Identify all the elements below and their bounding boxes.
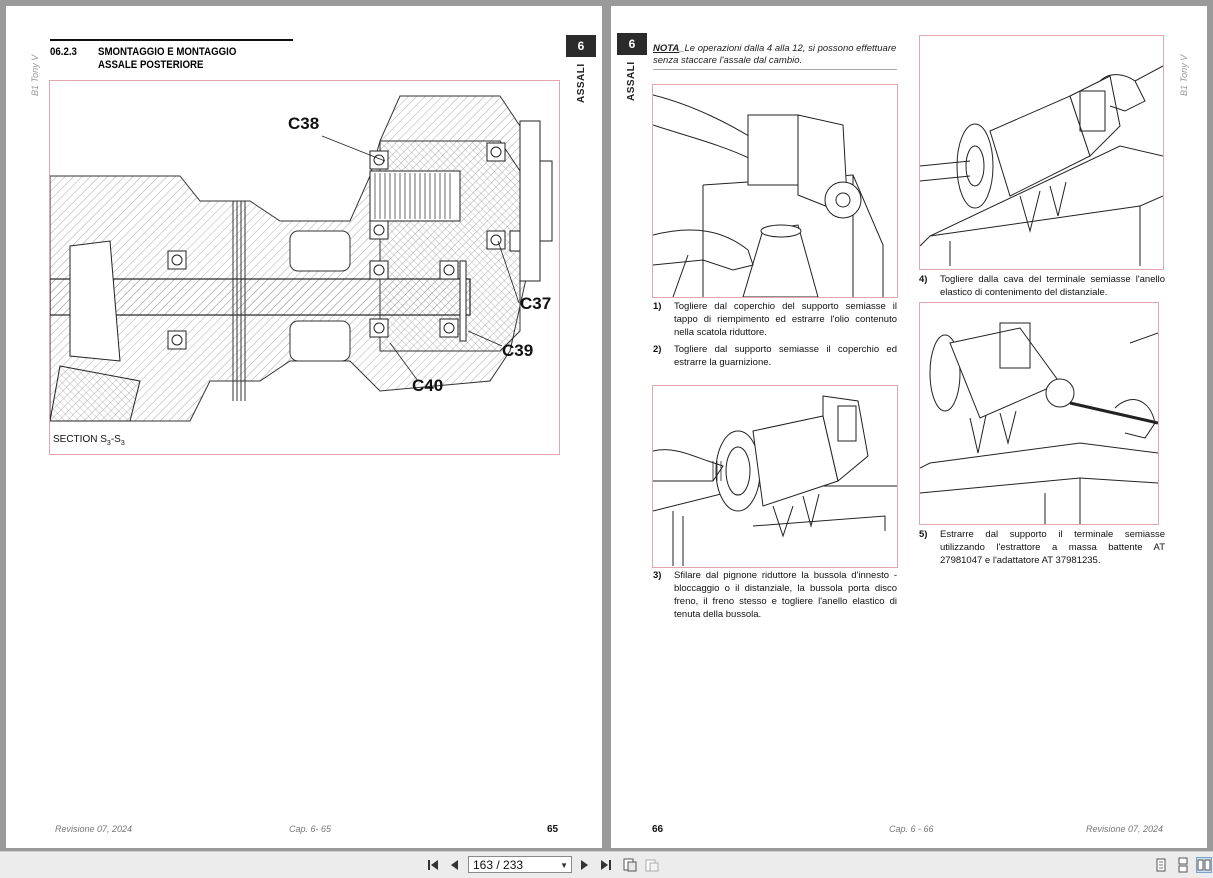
- footer-revision: Revisione 07, 2024: [55, 824, 133, 834]
- prev-page-icon[interactable]: [447, 857, 463, 873]
- label-c39: C39: [502, 341, 533, 360]
- chevron-down-icon: ▼: [560, 861, 568, 870]
- first-page-icon[interactable]: [425, 857, 441, 873]
- footer-page-number: 66: [652, 824, 664, 835]
- note-box: NOTA_Le operazioni dalla 4 alla 12, si p…: [653, 43, 897, 70]
- page-copy-icon[interactable]: [622, 857, 638, 873]
- section-heading: 06.2.3 SMONTAGGIO E MONTAGGIO ASSALE POS…: [50, 39, 293, 71]
- single-page-view-icon[interactable]: [1153, 857, 1169, 873]
- page-indicator: 163 / 233: [473, 858, 524, 872]
- figure-step-1: [652, 84, 898, 298]
- step-2: 2) Togliere dal supporto semiasse il cop…: [653, 344, 897, 368]
- label-c38: C38: [288, 114, 319, 133]
- step-3: 3) Sfilare dal pignone riduttore la buss…: [653, 570, 897, 620]
- next-page-icon[interactable]: [576, 857, 592, 873]
- section-number: 06.2.3: [50, 46, 77, 58]
- cross-section-diagram: C38 C37 C39 C40: [50, 95, 553, 422]
- chapter-tab-number: 6: [566, 35, 596, 57]
- step-4: 4) Togliere dalla cava del terminale sem…: [919, 274, 1165, 298]
- axle-section-drawing: C38 C37 C39 C40 SECTION S3-S3: [49, 80, 560, 455]
- continuous-view-icon[interactable]: [1175, 857, 1191, 873]
- two-page-view-icon[interactable]: [1196, 857, 1212, 873]
- note-prefix: NOTA: [653, 43, 680, 54]
- footer-chapter: Cap. 6- 65: [289, 824, 332, 834]
- chapter-tab-number: 6: [617, 33, 647, 55]
- section-caption: SECTION S3-S3: [53, 434, 125, 447]
- side-brand: B1 Tony V: [30, 54, 40, 96]
- footer-revision: Revisione 07, 2024: [1086, 824, 1164, 834]
- figure-step-3: [652, 385, 898, 568]
- viewer-toolbar: 163 / 233 ▼: [0, 851, 1213, 878]
- label-c40: C40: [412, 376, 443, 395]
- label-c37: C37: [520, 294, 551, 313]
- figure-step-5: [919, 302, 1159, 525]
- section-title: SMONTAGGIO E MONTAGGIO ASSALE POSTERIORE: [98, 46, 237, 71]
- side-brand: B1 Tony V: [1179, 54, 1189, 96]
- page-number-select[interactable]: 163 / 233 ▼: [468, 856, 572, 873]
- chapter-tab-label: ASSALI: [626, 61, 637, 101]
- page-66: 6 ASSALI B1 Tony V NOTA_Le operazioni da…: [611, 6, 1207, 848]
- chapter-tab-label: ASSALI: [576, 63, 587, 103]
- footer-chapter: Cap. 6 - 66: [889, 824, 934, 834]
- page-paste-icon[interactable]: [644, 857, 660, 873]
- footer-page-number: 65: [547, 824, 559, 835]
- step-5: 5) Estrarre dal supporto il terminale se…: [919, 529, 1165, 566]
- document-viewer: B1 Tony V 6 ASSALI 06.2.3 SMONTAGGIO E M…: [0, 0, 1213, 851]
- step-1: 1) Togliere dal coperchio del supporto s…: [653, 301, 897, 338]
- note-text: _Le operazioni dalla 4 alla 12, si posso…: [653, 43, 897, 66]
- last-page-icon[interactable]: [598, 857, 614, 873]
- figure-step-4: [919, 35, 1164, 270]
- page-65: B1 Tony V 6 ASSALI 06.2.3 SMONTAGGIO E M…: [6, 6, 602, 848]
